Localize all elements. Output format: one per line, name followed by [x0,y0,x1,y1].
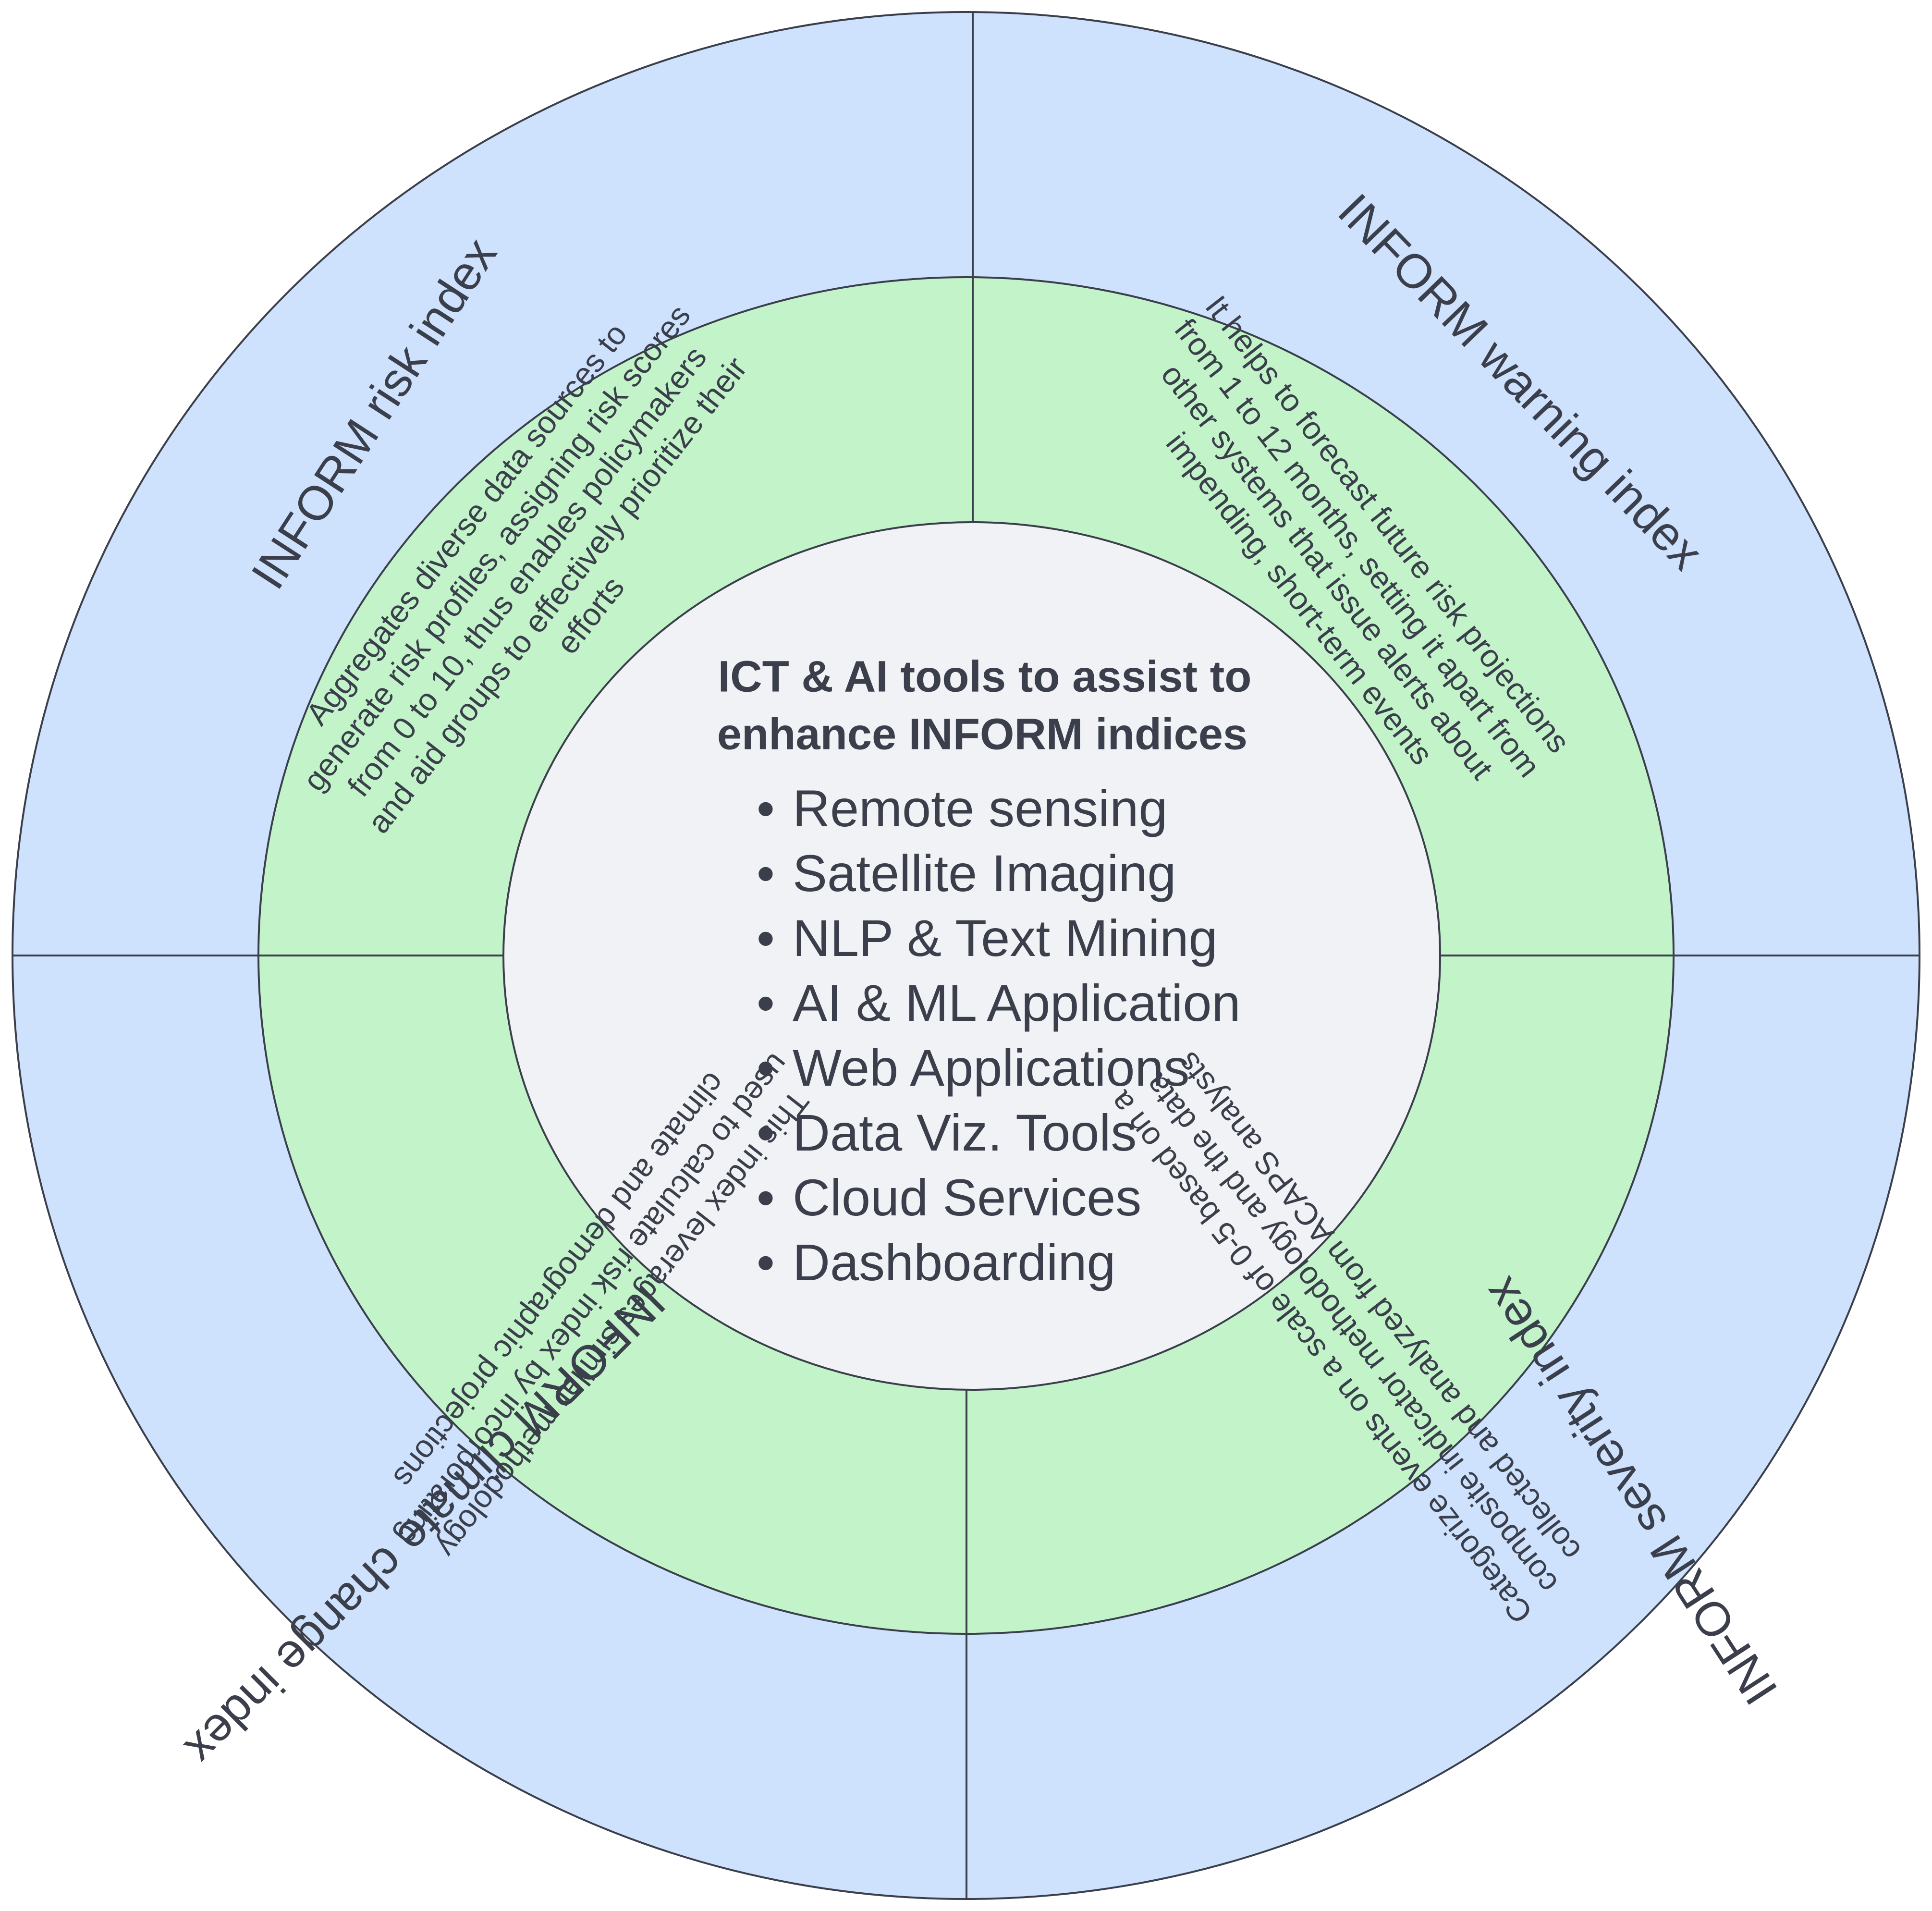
tool-bullet: • [757,1039,775,1097]
tool-bullet: • [757,1103,775,1162]
tool-item: Data Viz. Tools [793,1103,1137,1162]
tool-bullet: • [757,844,775,902]
tool-item: Cloud Services [793,1168,1141,1226]
tool-item: Web Applications [793,1039,1190,1097]
tool-bullet: • [757,909,775,967]
tool-item: NLP & Text Mining [793,909,1217,967]
tool-item: Dashboarding [793,1233,1115,1291]
tool-item: Satellite Imaging [793,844,1176,902]
center-title-line-1: ICT & AI tools to assist to [718,652,1252,701]
center-circle [502,521,1441,1391]
tool-bullet: • [757,779,775,837]
tool-bullet: • [757,974,775,1032]
tool-bullet: • [757,1233,775,1291]
tool-bullet: • [757,1168,775,1226]
tools-list: • Remote sensing • Satellite Imaging • N… [757,779,1241,1291]
tool-item: Remote sensing [793,779,1167,837]
center-title-line-2: enhance INFORM indices [717,710,1247,759]
tool-item: AI & ML Application [793,974,1241,1032]
